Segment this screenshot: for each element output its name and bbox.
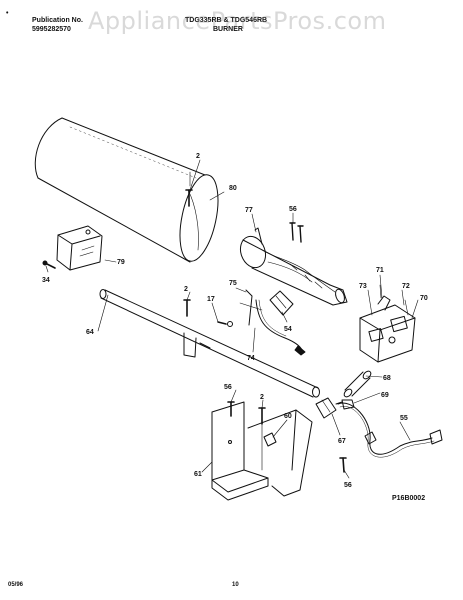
clip-54 <box>269 290 294 316</box>
callout-56-bottom: 56 <box>344 482 352 489</box>
screw-2-top <box>185 171 193 207</box>
callout-34: 34 <box>42 277 50 284</box>
igniter-wire-74 <box>255 299 306 356</box>
publication-label: Publication No. <box>32 17 83 24</box>
screw-34 <box>42 260 56 269</box>
screws-56-top <box>289 222 304 243</box>
callout-67: 67 <box>338 438 346 445</box>
callout-60: 60 <box>284 413 292 420</box>
screw-17 <box>217 321 233 327</box>
callout-68: 68 <box>383 375 391 382</box>
callout-2-bottom: 2 <box>260 394 264 401</box>
callout-69: 69 <box>381 392 389 399</box>
flame-sensor-67 <box>315 397 343 419</box>
drum-shroud <box>34 117 219 263</box>
bullet-mark: • <box>6 10 9 17</box>
page-number: 10 <box>232 582 239 588</box>
callout-70: 70 <box>420 295 428 302</box>
callout-56-top: 56 <box>289 206 297 213</box>
orifice-68 <box>343 370 372 398</box>
clip-60 <box>263 432 277 447</box>
callout-56-middle: 56 <box>224 384 232 391</box>
publication-number: 5995282570 <box>32 26 71 33</box>
callout-79: 79 <box>117 259 125 266</box>
callout-61: 61 <box>194 471 202 478</box>
fitting-69 <box>341 399 355 410</box>
screw-2-middle <box>183 299 191 317</box>
callout-55: 55 <box>400 415 408 422</box>
manifold-pipe <box>99 289 320 398</box>
gas-valve <box>359 284 416 363</box>
callout-80: 80 <box>229 185 237 192</box>
bracket <box>56 225 103 271</box>
callout-labels: 2 80 77 56 79 34 71 73 72 70 2 17 75 54 … <box>42 153 428 489</box>
callout-72: 72 <box>402 283 410 290</box>
footer-date: 05/96 <box>8 582 24 588</box>
diagram-code: P16B0002 <box>392 495 426 502</box>
callout-54: 54 <box>284 326 292 333</box>
section-title: BURNER <box>213 26 243 33</box>
model-numbers: TDG335RB & TDG546RB <box>185 17 268 24</box>
callout-77: 77 <box>245 207 253 214</box>
burner-tube <box>239 227 348 306</box>
mounting-bracket <box>211 401 313 501</box>
callout-75: 75 <box>229 280 237 287</box>
igniter-bracket-75 <box>239 289 263 326</box>
leader-lines <box>45 159 419 479</box>
callout-2-top: 2 <box>196 153 200 160</box>
callout-2-middle: 2 <box>184 286 188 293</box>
callout-71: 71 <box>376 267 384 274</box>
watermark: AppliancePartsPros.com <box>88 7 387 35</box>
wire-harness <box>337 402 443 458</box>
callout-17: 17 <box>207 296 215 303</box>
callout-64: 64 <box>86 329 94 336</box>
callout-74: 74 <box>247 355 255 362</box>
callout-73: 73 <box>359 283 367 290</box>
